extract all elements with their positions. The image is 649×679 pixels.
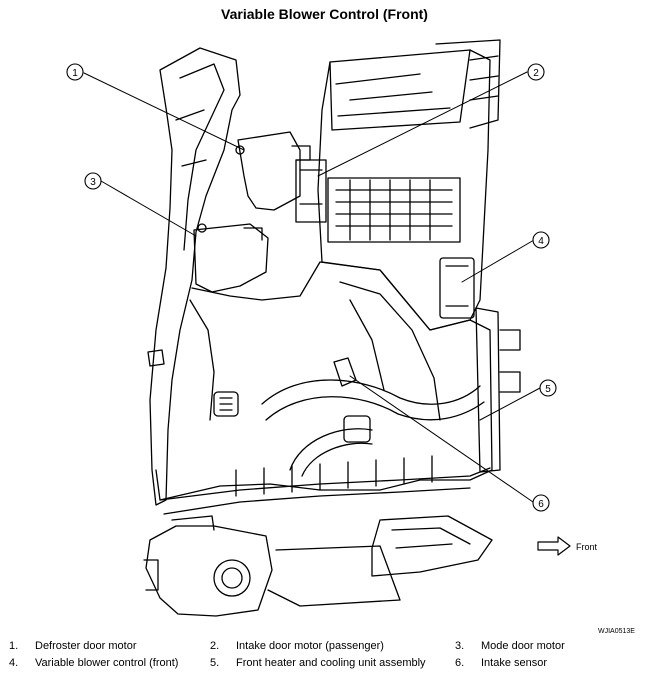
callout-6: 6 (538, 499, 544, 510)
callout-2: 2 (533, 68, 539, 79)
callout-circle-6 (532, 494, 550, 512)
mode-door-motor (193, 223, 269, 293)
callout-circle-4 (532, 231, 550, 249)
hose-lower (289, 428, 373, 471)
leader-4 (461, 239, 535, 283)
leader-6 (349, 375, 534, 503)
callout-3: 3 (90, 177, 96, 188)
legend: 1.Defroster door motor 2.Intake door mot… (9, 640, 639, 674)
callout-4: 4 (538, 236, 544, 247)
callout-circle-5 (539, 379, 557, 397)
front-direction-label: Front (576, 542, 598, 552)
legend-item: 3.Mode door motor (455, 640, 565, 652)
hose-upper (261, 379, 481, 405)
legend-item: 1.Defroster door motor (9, 640, 137, 652)
callout-circle-2 (527, 63, 545, 81)
bottom-rail (159, 467, 491, 501)
diagram-title: Variable Blower Control (Front) (221, 6, 428, 22)
lower-case (155, 261, 493, 501)
leader-5 (479, 387, 541, 421)
legend-item: 5.Front heater and cooling unit assembly (210, 657, 426, 669)
front-arrow (537, 536, 571, 556)
callout-5: 5 (545, 384, 551, 395)
intake-door-motor (295, 159, 327, 223)
legend-item: 2.Intake door motor (passenger) (210, 640, 384, 652)
leader-1 (83, 72, 245, 151)
legend-item: 6.Intake sensor (455, 657, 548, 669)
leader-2 (317, 71, 528, 177)
defroster-door-motor (237, 131, 301, 211)
drawing-code: WJIA0513E (598, 628, 635, 635)
duct-body (149, 47, 241, 506)
callout-circle-3 (84, 172, 102, 190)
blower-housing (145, 525, 273, 617)
callout-1: 1 (72, 68, 78, 79)
variable-blower-control (439, 257, 475, 319)
callout-circle-1 (66, 63, 84, 81)
legend-item: 4.Variable blower control (front) (9, 657, 179, 669)
leader-3 (100, 180, 197, 237)
